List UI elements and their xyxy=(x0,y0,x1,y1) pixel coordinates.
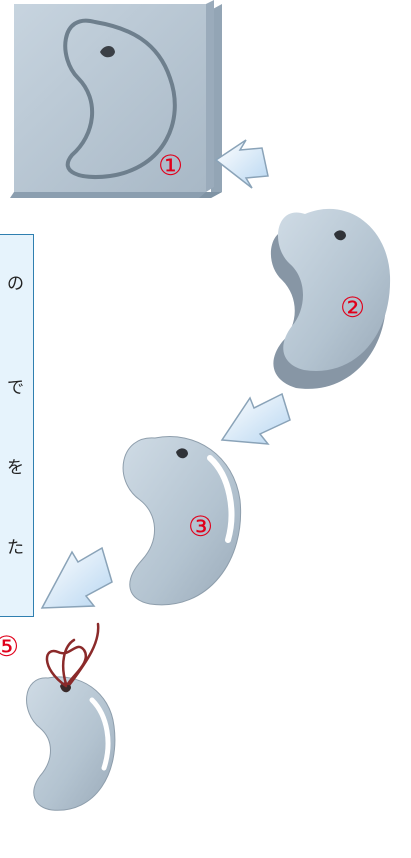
textbox-line-3: を xyxy=(7,460,24,477)
step-5-bean-pendant xyxy=(27,624,115,810)
arrow-3-icon xyxy=(42,548,112,608)
step-3-polished-bean xyxy=(123,437,241,605)
instruction-textbox: の で を た xyxy=(0,234,34,617)
step-number-2: ② xyxy=(340,294,365,322)
block-bottom-face xyxy=(10,192,206,198)
block-right-face xyxy=(206,0,214,192)
step-number-3: ③ xyxy=(188,513,213,541)
textbox-line-4: た xyxy=(7,540,24,557)
step-1-block xyxy=(10,0,222,198)
arrow-2-icon xyxy=(222,394,290,444)
arrow-1-icon xyxy=(216,140,268,188)
textbox-line-2: で xyxy=(7,380,24,397)
textbox-line-1: の xyxy=(7,276,24,293)
step-2-bean-slab xyxy=(271,209,390,389)
step-number-5: ⑤ xyxy=(0,633,19,661)
step-number-1: ① xyxy=(158,152,183,180)
